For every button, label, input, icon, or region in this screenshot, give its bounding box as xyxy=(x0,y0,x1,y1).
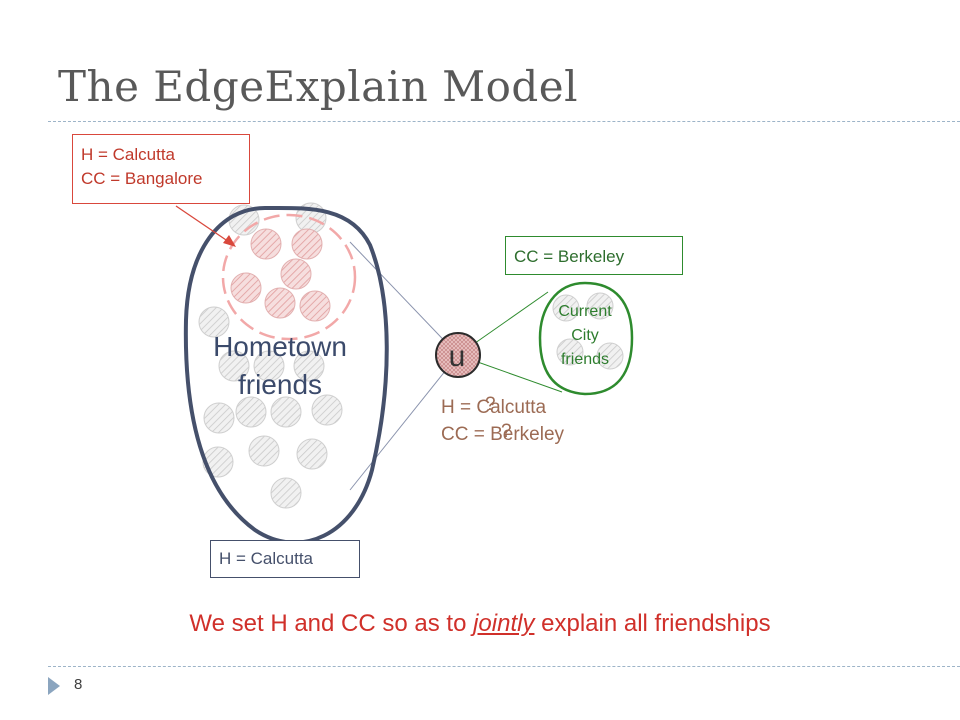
user-h-text: H = Calcutta xyxy=(441,397,547,418)
berkeley-label-box: CC = Berkeley xyxy=(505,236,683,275)
user-attributes: H = Calcutta ? CC = Berkeley ? xyxy=(441,394,564,448)
user-cc-text: CC = Berkeley xyxy=(441,424,565,445)
hometown-line1: Hometown xyxy=(213,331,347,362)
calcutta-label-box: H = Calcutta xyxy=(210,540,360,578)
hometown-line2: friends xyxy=(237,369,323,400)
current-city-friends-label: Current City friends xyxy=(535,300,635,372)
user-node-label: u xyxy=(448,340,466,373)
bangalore-label-box: H = Calcutta CC = Bangalore xyxy=(72,134,250,204)
caption: We set H and CC so as to jointly explain… xyxy=(0,610,960,638)
edge-u-hometown-lower xyxy=(349,354,459,491)
user-h-line: H = Calcutta ? xyxy=(441,394,564,421)
footer-triangle-icon xyxy=(48,677,60,695)
bangalore-subgroup xyxy=(221,213,357,341)
bottom-divider xyxy=(48,666,960,667)
cc-line2: City xyxy=(571,327,599,344)
caption-before: We set H and CC so as to xyxy=(189,610,474,637)
user-node xyxy=(435,332,481,378)
page-number: 8 xyxy=(74,676,83,693)
top-divider xyxy=(48,121,960,122)
hometown-friends-label: Hometown friends xyxy=(180,328,380,404)
slide-title: The EdgeExplain Model xyxy=(58,62,579,111)
arrow-head-icon xyxy=(223,235,236,247)
user-cc-line: CC = Berkeley ? xyxy=(441,421,564,448)
caption-after: explain all friendships xyxy=(534,610,771,637)
hometown-boundary xyxy=(183,205,389,545)
current-city-boundary xyxy=(538,281,634,396)
cc-line1: Current xyxy=(558,303,612,320)
red-box-h-text: H = Calcutta xyxy=(81,145,176,164)
cc-line3: friends xyxy=(560,351,610,368)
red-box-cc-text: CC = Bangalore xyxy=(81,169,203,188)
arrow-to-subgroup xyxy=(175,205,233,245)
caption-emphasis: jointly xyxy=(473,610,535,637)
current-city-friend-nodes xyxy=(552,292,624,370)
unknown-cc-mark: ? xyxy=(501,421,512,442)
unknown-h-mark: ? xyxy=(485,394,496,415)
edge-u-hometown-upper xyxy=(349,241,459,356)
